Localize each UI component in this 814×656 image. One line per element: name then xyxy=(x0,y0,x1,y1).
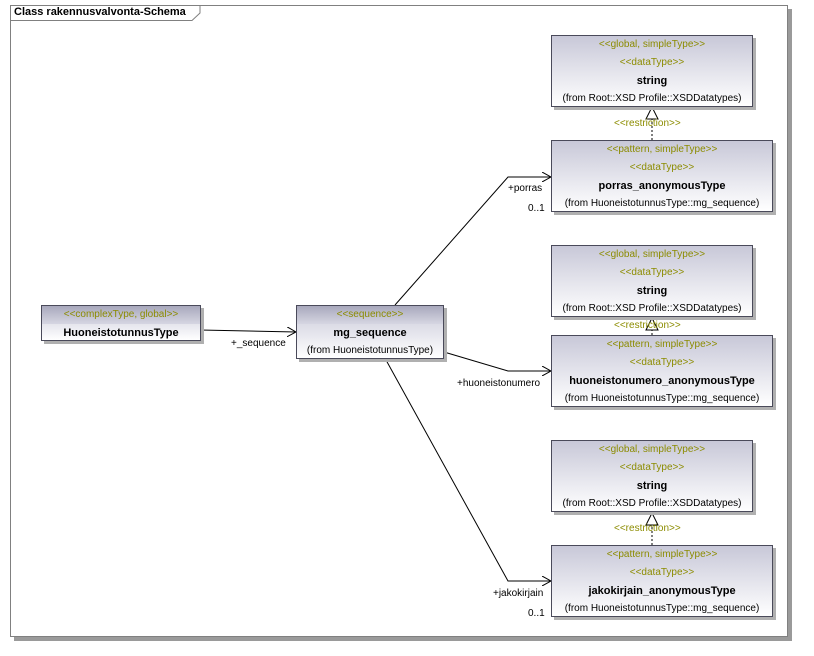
diagram-title-tab xyxy=(10,5,201,21)
diagram-title: Class rakennusvalvonta-Schema xyxy=(14,6,186,18)
class-string-2[interactable]: <<global, simpleType>> <<dataType>> stri… xyxy=(551,245,753,317)
class-origin: (from Root::XSD Profile::XSDDatatypes) xyxy=(562,303,742,314)
stereotype-label: <<dataType>> xyxy=(619,462,685,473)
jakokirjain-role-label: +jakokirjain xyxy=(493,588,544,599)
class-name: string xyxy=(636,75,668,87)
class-name: string xyxy=(636,480,668,492)
class-name: jakokirjain_anonymousType xyxy=(588,585,736,597)
restriction-label-1: <<restriction>> xyxy=(614,118,681,129)
jakokirjain-association xyxy=(385,359,551,581)
stereotype-label: <<complexType, global>> xyxy=(42,306,200,324)
huoneistonumero-association xyxy=(443,351,551,371)
class-origin: (from Root::XSD Profile::XSDDatatypes) xyxy=(562,93,742,104)
stereotype-label: <<dataType>> xyxy=(629,357,695,368)
stereotype-label: <<sequence>> xyxy=(297,306,443,324)
class-huoneistonumero-anonymoustype[interactable]: <<pattern, simpleType>> <<dataType>> huo… xyxy=(551,335,773,407)
class-origin: (from HuoneistotunnusType::mg_sequence) xyxy=(564,393,760,404)
class-huoneistotunnustype[interactable]: <<complexType, global>> HuoneistotunnusT… xyxy=(41,305,201,341)
jakokirjain-multiplicity-label: 0..1 xyxy=(528,608,545,619)
stereotype-label: <<pattern, simpleType>> xyxy=(606,144,718,155)
stereotype-label: <<dataType>> xyxy=(629,567,695,578)
class-origin: (from HuoneistotunnusType::mg_sequence) xyxy=(564,198,760,209)
class-string-1[interactable]: <<global, simpleType>> <<dataType>> stri… xyxy=(551,35,753,107)
huoneistonumero-role-label: +huoneistonumero xyxy=(457,378,541,389)
restriction-label-3: <<restriction>> xyxy=(614,523,681,534)
class-name: mg_sequence xyxy=(333,327,407,339)
stereotype-label: <<dataType>> xyxy=(629,162,695,173)
stereotype-label: <<dataType>> xyxy=(619,57,685,68)
class-name: string xyxy=(636,285,668,297)
class-origin: (from HuoneistotunnusType) xyxy=(306,345,434,356)
stereotype-label: <<global, simpleType>> xyxy=(598,39,706,50)
stereotype-label: <<pattern, simpleType>> xyxy=(606,339,718,350)
class-string-3[interactable]: <<global, simpleType>> <<dataType>> stri… xyxy=(551,440,753,512)
class-name: huoneistonumero_anonymousType xyxy=(569,375,755,387)
class-jakokirjain-anonymoustype[interactable]: <<pattern, simpleType>> <<dataType>> jak… xyxy=(551,545,773,617)
restriction-generalization-3 xyxy=(645,511,659,545)
restriction-generalization-1 xyxy=(645,105,659,140)
stereotype-label: <<pattern, simpleType>> xyxy=(606,549,718,560)
stereotype-label: <<global, simpleType>> xyxy=(598,444,706,455)
porras-multiplicity-label: 0..1 xyxy=(528,203,545,214)
stereotype-label: <<global, simpleType>> xyxy=(598,249,706,260)
restriction-generalization-2 xyxy=(645,316,659,335)
class-mg-sequence[interactable]: <<sequence>> mg_sequence (from Huoneisto… xyxy=(296,305,444,359)
class-name: HuoneistotunnusType xyxy=(63,327,179,339)
stereotype-label: <<dataType>> xyxy=(619,267,685,278)
porras-association xyxy=(394,177,551,306)
class-name: porras_anonymousType xyxy=(598,180,726,192)
restriction-label-2: <<restriction>> xyxy=(614,320,681,331)
sequence-association xyxy=(199,330,296,332)
class-porras-anonymoustype[interactable]: <<pattern, simpleType>> <<dataType>> por… xyxy=(551,140,773,212)
porras-role-label: +porras xyxy=(508,183,543,194)
class-origin: (from Root::XSD Profile::XSDDatatypes) xyxy=(562,498,742,509)
sequence-role-label: +_sequence xyxy=(231,338,286,349)
class-origin: (from HuoneistotunnusType::mg_sequence) xyxy=(564,603,760,614)
